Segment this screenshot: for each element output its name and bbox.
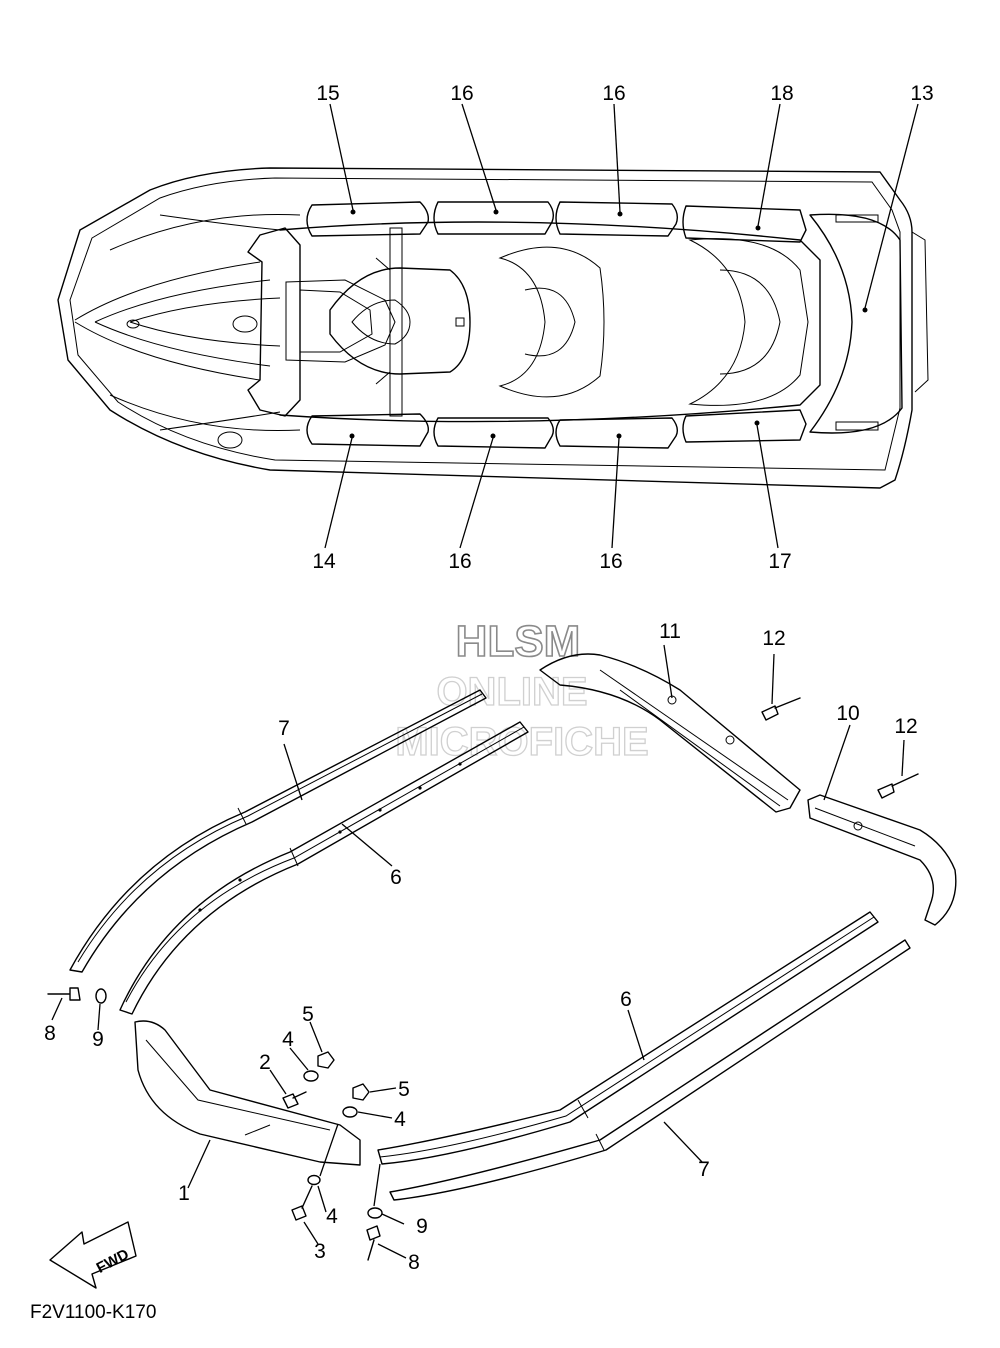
callout-2: 2 xyxy=(259,1051,271,1074)
callout-16-bottom-b: 16 xyxy=(599,550,622,573)
callout-9-left: 9 xyxy=(92,1028,104,1051)
callout-6-left: 6 xyxy=(390,866,402,889)
callout-13: 13 xyxy=(910,82,933,105)
callout-18: 18 xyxy=(770,82,793,105)
callout-5-b: 5 xyxy=(398,1078,410,1101)
callout-16-bottom-a: 16 xyxy=(448,550,471,573)
callout-8-left: 8 xyxy=(44,1022,56,1045)
watermark-line3: MICROFICHE xyxy=(395,720,648,764)
callout-10: 10 xyxy=(836,702,859,725)
fwd-label: FWD xyxy=(94,1246,132,1277)
callout-8-right: 8 xyxy=(408,1251,420,1274)
callout-7-right: 7 xyxy=(698,1158,710,1181)
callout-9-right: 9 xyxy=(416,1215,428,1238)
watermark-line1: HLSM xyxy=(456,617,581,666)
callout-14: 14 xyxy=(312,550,336,573)
bottom-leaders xyxy=(51,644,905,1259)
callout-16-top-a: 16 xyxy=(450,82,473,105)
callout-12-b: 12 xyxy=(894,715,917,738)
fwd-arrow: FWD xyxy=(49,1221,137,1289)
callout-11: 11 xyxy=(659,620,681,643)
callout-17: 17 xyxy=(768,550,791,573)
callout-12-a: 12 xyxy=(762,627,785,650)
exploded-parts xyxy=(47,653,957,1261)
callout-15: 15 xyxy=(316,82,339,105)
watermark: HLSM ONLINE MICROFICHE xyxy=(395,616,650,764)
callout-4-b: 4 xyxy=(394,1108,406,1131)
callout-7-left: 7 xyxy=(278,717,290,740)
callout-16-top-b: 16 xyxy=(602,82,625,105)
callout-6-right: 6 xyxy=(620,988,632,1011)
callout-5-a: 5 xyxy=(302,1003,314,1026)
figure-code: F2V1100-K170 xyxy=(30,1302,156,1323)
top-leaders xyxy=(324,103,919,549)
callout-4-a: 4 xyxy=(282,1028,294,1051)
hull-top-view xyxy=(57,167,929,489)
callout-4-c: 4 xyxy=(326,1205,338,1228)
watermark-line2: ONLINE xyxy=(436,670,587,714)
callout-1: 1 xyxy=(178,1182,190,1205)
callout-labels: 15 16 16 18 13 14 16 16 17 11 12 10 12 7… xyxy=(44,82,934,1274)
callout-3: 3 xyxy=(314,1240,326,1263)
